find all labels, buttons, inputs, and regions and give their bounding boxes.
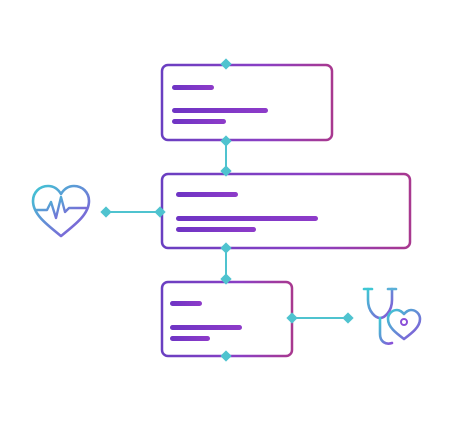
box-top-text-bar-1: [172, 108, 268, 113]
box-bottom: [160, 280, 294, 358]
stethoscope-heart-icon: [362, 287, 422, 345]
diamond-node-middle-in: [220, 165, 232, 177]
box-top-text-bar-2: [172, 119, 226, 124]
box-bottom-text-bar-2: [170, 336, 210, 341]
diamond-node-stethoscope: [342, 312, 354, 324]
heart-pulse-icon: [31, 184, 91, 238]
diamond-node-heart: [100, 206, 112, 218]
diamond-node-bottom-in: [220, 273, 232, 285]
diamond-node-bottom-right: [286, 312, 298, 324]
diamond-node-top-out: [220, 135, 232, 147]
box-top-title-bar: [172, 85, 214, 90]
diamond-node-middle-left: [154, 206, 166, 218]
box-middle: [160, 172, 412, 250]
diamond-node-middle-out: [220, 242, 232, 254]
box-bottom-text-bar-1: [170, 325, 242, 330]
box-bottom-title-bar: [170, 301, 202, 306]
box-top: [160, 63, 334, 142]
box-middle-title-bar: [176, 192, 238, 197]
box-middle-text-bar-2: [176, 227, 256, 232]
diamond-node-bottom-out: [220, 350, 232, 362]
box-middle-text-bar-1: [176, 216, 318, 221]
